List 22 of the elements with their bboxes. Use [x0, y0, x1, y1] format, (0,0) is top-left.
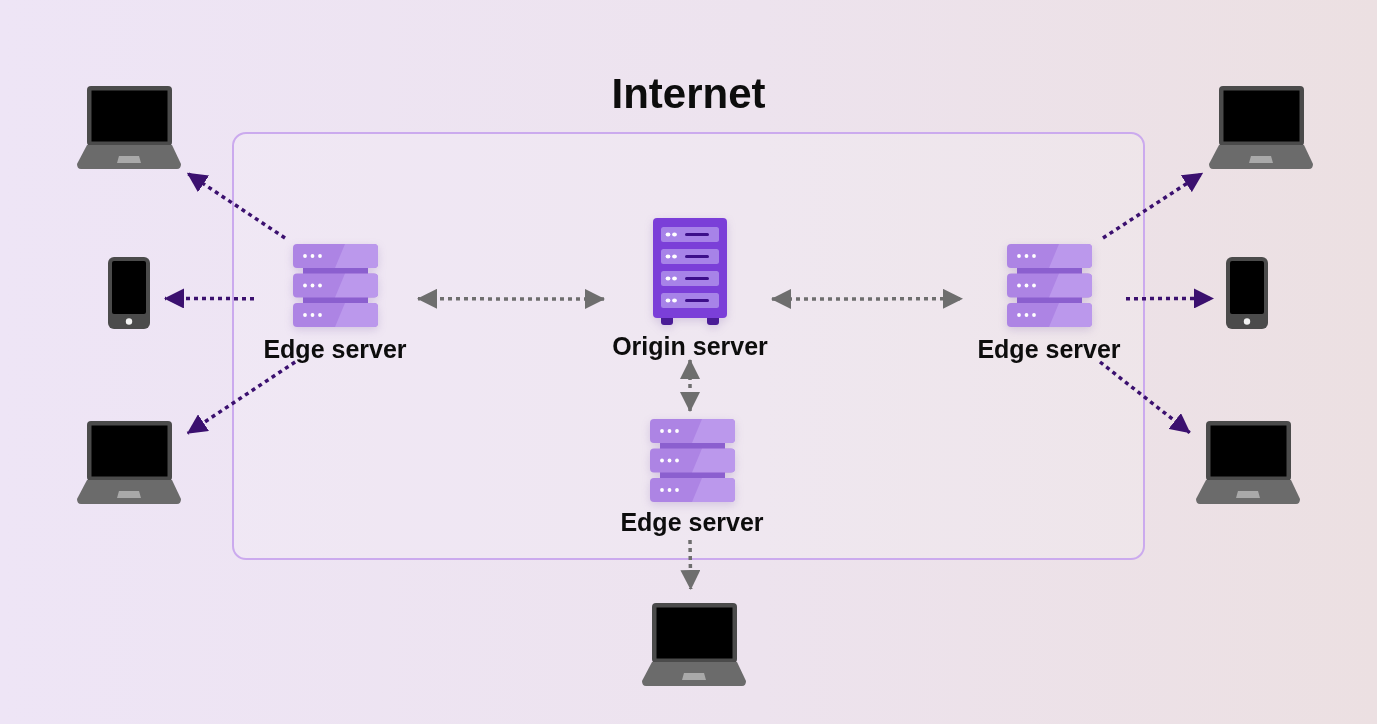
server-label: Edge server — [977, 335, 1121, 363]
double-headed-arrow — [771, 288, 963, 309]
server-label: Edge server — [620, 508, 764, 536]
dotted-arrow — [680, 539, 701, 590]
double-headed-arrow — [680, 359, 700, 412]
dotted-arrow — [186, 171, 286, 240]
region-title: Internet — [611, 70, 766, 118]
laptop-icon — [642, 603, 746, 686]
dotted-arrow — [1126, 288, 1214, 309]
laptop-icon — [1196, 421, 1300, 504]
server-label: Edge server — [263, 335, 407, 363]
dotted-arrow — [164, 288, 254, 309]
server-label: Origin server — [612, 332, 768, 360]
dotted-arrow — [1098, 360, 1191, 435]
dotted-arrow — [186, 360, 297, 435]
smartphone-icon — [1226, 257, 1268, 329]
laptop-icon — [1209, 86, 1313, 169]
double-headed-arrow — [417, 288, 605, 309]
laptop-icon — [77, 421, 181, 504]
laptop-icon — [77, 86, 181, 169]
smartphone-icon — [108, 257, 150, 329]
dotted-arrow — [1102, 171, 1204, 240]
